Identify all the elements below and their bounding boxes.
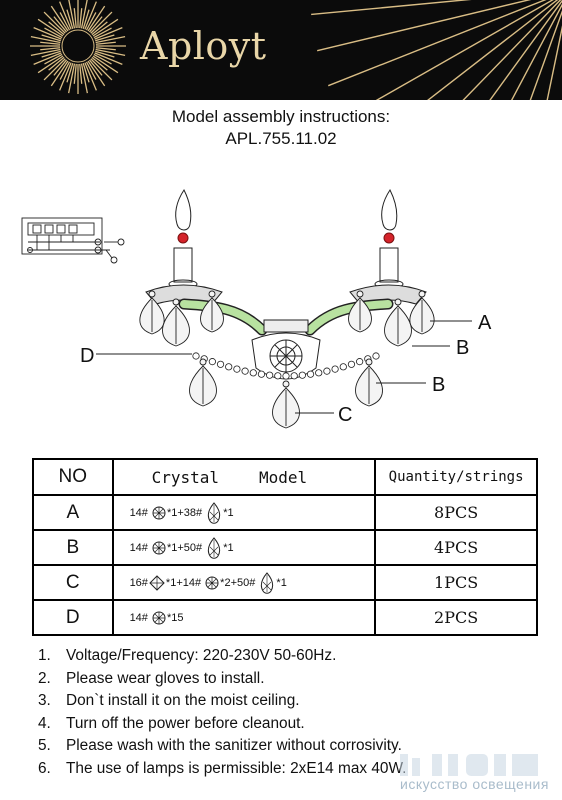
table-row: B 14# *1+50# *1 4PCS <box>32 529 538 566</box>
bead-chain-d <box>192 352 380 380</box>
list-item: 1.Voltage/Frequency: 220-230V 50-60Hz. <box>38 647 337 664</box>
list-item: 3.Don`t install it on the moist ceiling. <box>38 692 300 709</box>
callout-a: A <box>478 312 492 334</box>
header-model: Model <box>259 467 308 487</box>
crystal-spec: 16# *1+14# *2+50# *1 <box>111 564 377 601</box>
crystal-pendants <box>139 290 435 429</box>
callout-b-1: B <box>456 337 469 359</box>
watermark-logo <box>400 754 538 776</box>
octagon-bead-icon <box>152 541 166 554</box>
table-header-row: NO Crystal Model Quantity/strings <box>32 458 538 496</box>
header-quantity: Quantity/strings <box>374 458 538 496</box>
row-no: C <box>32 564 114 601</box>
octagon-bead-icon <box>205 576 219 589</box>
callout-b-2: B <box>432 374 445 396</box>
watermark-text: искусство освещения <box>400 776 549 792</box>
drip-pans <box>145 284 427 305</box>
model-code: APL.755.11.02 <box>225 129 337 148</box>
spec-part: *1+50# <box>166 541 203 554</box>
title-line-1: Model assembly instructions: <box>171 107 391 126</box>
brand-header: Aployt <box>0 0 562 100</box>
header-crystal: Crystal <box>151 467 219 487</box>
octagon-bead-icon <box>152 506 166 519</box>
row-no: D <box>32 599 114 636</box>
spec-part: 14# <box>129 611 148 624</box>
list-item: 4.Turn off the power before cleanout. <box>38 714 305 732</box>
spec-part: *1 <box>223 506 234 519</box>
sunburst-icon <box>30 0 126 94</box>
list-item: 6.The use of lamps is permissible: 2xE14… <box>38 759 407 777</box>
table-row: C 16# *1+14# *2+50# *1 1PCS <box>32 564 538 601</box>
spec-part: *15 <box>166 611 184 624</box>
row-quantity: 4PCS <box>374 529 538 566</box>
list-item: 2.Please wear gloves to install. <box>38 669 265 687</box>
spec-part: *1 <box>276 576 287 589</box>
list-item: 5.Please wash with the sanitizer without… <box>38 737 402 754</box>
document-title: Model assembly instructions: APL.755.11.… <box>0 106 562 150</box>
row-quantity: 2PCS <box>374 599 538 636</box>
header-art <box>30 0 562 100</box>
arms <box>178 298 394 336</box>
octagon-bead-icon <box>152 611 166 624</box>
header-crystal-model: Crystal Model <box>111 458 377 496</box>
spec-part: *1+14# <box>165 576 202 589</box>
instructions-list: 1.Voltage/Frequency: 220-230V 50-60Hz. 2… <box>38 645 548 780</box>
center-body <box>251 319 321 380</box>
corner-rays-decoration <box>311 0 562 100</box>
spec-part: *1+38# <box>166 506 203 519</box>
left-candle <box>168 189 198 289</box>
callout-lines <box>96 320 472 414</box>
right-candle <box>374 189 404 289</box>
header-no: NO <box>32 458 114 496</box>
chandelier-drawing: A B B C D <box>21 189 492 429</box>
spec-part: 16# <box>129 576 148 589</box>
spec-part: *1 <box>223 541 234 554</box>
wiring-schematic <box>21 217 125 264</box>
row-quantity: 1PCS <box>374 564 538 601</box>
spec-part: *2+50# <box>220 576 256 589</box>
crystal-table: NO Crystal Model Quantity/strings A 14# *… <box>32 458 538 636</box>
row-no: B <box>32 529 114 566</box>
spec-part: 14# <box>129 541 148 554</box>
row-no: A <box>32 494 114 531</box>
callout-d: D <box>80 345 94 367</box>
table-row: A 14# *1+38# *1 8PCS <box>32 494 538 531</box>
crystal-spec: 14# *1+38# *1 <box>111 494 377 531</box>
crystal-spec: 14# *1+50# *1 <box>111 529 377 566</box>
row-quantity: 8PCS <box>374 494 538 531</box>
almond-pendant-icon <box>208 501 221 524</box>
almond-pendant-icon <box>261 571 274 594</box>
brand-name: Aployt <box>140 24 267 68</box>
crystal-spec: 14# *15 <box>111 599 377 636</box>
star-bead-icon <box>149 574 165 591</box>
spec-part: 14# <box>129 506 148 519</box>
table-row: D 14# *15 2PCS <box>32 599 538 636</box>
almond-pendant-icon <box>208 536 221 559</box>
callout-c: C <box>338 404 352 426</box>
